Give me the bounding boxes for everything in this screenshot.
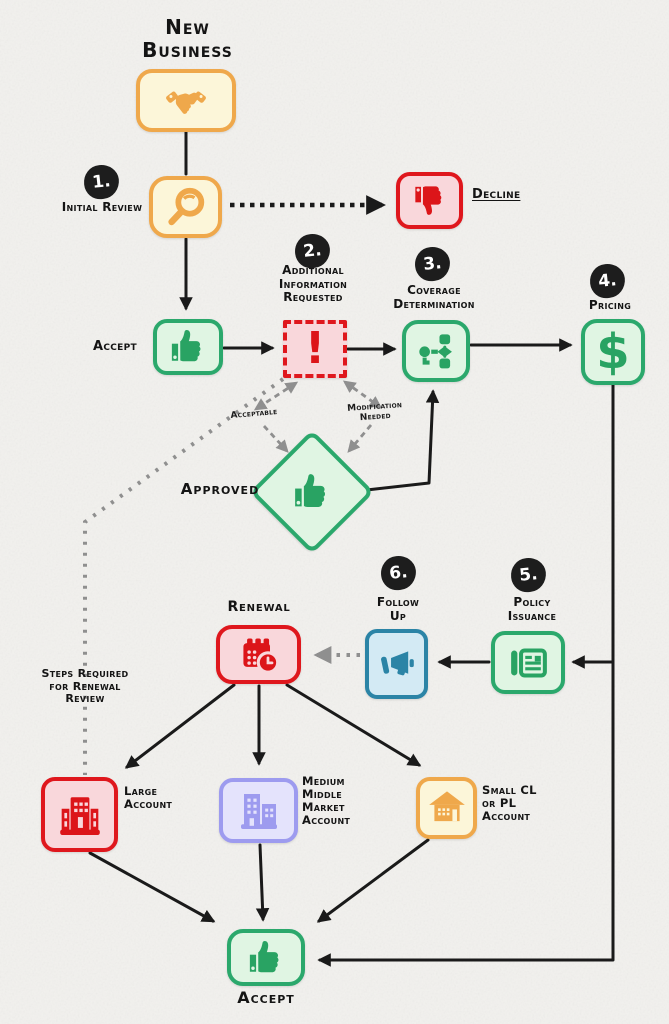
- megaphone-icon: [376, 643, 418, 685]
- additional-info-node: !: [283, 320, 347, 378]
- policy-issuance-label: Policy Issuance: [507, 595, 557, 623]
- new-business-node: [136, 69, 236, 132]
- calendar-clock-icon: [236, 633, 282, 677]
- decline-node: [396, 172, 463, 229]
- magnifier-icon: [163, 184, 209, 230]
- pricing-node: $: [581, 319, 645, 385]
- additional-info-label: Additional Information Requested: [278, 263, 348, 305]
- thumbs-up-icon: [243, 936, 289, 980]
- coverage-determination-node: [402, 320, 470, 382]
- steps-required-note: Steps Required for Renewal Review: [41, 667, 129, 706]
- exclamation-icon: !: [304, 323, 326, 374]
- thumbs-down-icon: [410, 181, 450, 221]
- initial-review-node: [149, 176, 222, 238]
- initial-review-label: Initial Review: [61, 200, 143, 214]
- thumbs-up-icon: [166, 325, 210, 369]
- accept-node: [153, 319, 223, 375]
- approved-node: [249, 429, 375, 555]
- pricing-label: Pricing: [588, 298, 632, 312]
- large-building-icon: [54, 790, 106, 840]
- small-account-label: Small CL or PL Account: [482, 783, 537, 824]
- follow-up-node: [365, 629, 428, 699]
- renewal-node: [216, 625, 301, 684]
- large-account-label: Large Account: [124, 784, 173, 812]
- decline-label: Decline: [472, 187, 521, 202]
- large-account-node: [41, 777, 118, 852]
- dollar-icon: $: [596, 324, 630, 380]
- two-buildings-icon: [233, 787, 285, 835]
- thumbs-up-icon: [289, 469, 335, 515]
- final-accept-label: Accept: [237, 988, 295, 1007]
- small-account-node: [416, 777, 477, 839]
- medium-account-label: Medium Middle Market Account: [302, 774, 351, 828]
- house-icon: [425, 787, 469, 829]
- coverage-determination-label: Coverage Determination: [393, 283, 475, 311]
- final-accept-node: [227, 929, 305, 986]
- handshake-icon: [158, 80, 214, 122]
- page-title: New Business: [142, 15, 233, 62]
- policy-issuance-node: [491, 631, 565, 694]
- medium-account-node: [219, 778, 298, 843]
- accept-label: Accept: [93, 339, 137, 354]
- renewal-label: Renewal: [227, 599, 291, 615]
- approved-label: Approved: [180, 480, 260, 498]
- newspaper-icon: [504, 641, 552, 685]
- flowchart-icon: [414, 329, 458, 373]
- follow-up-label: Follow Up: [376, 595, 420, 623]
